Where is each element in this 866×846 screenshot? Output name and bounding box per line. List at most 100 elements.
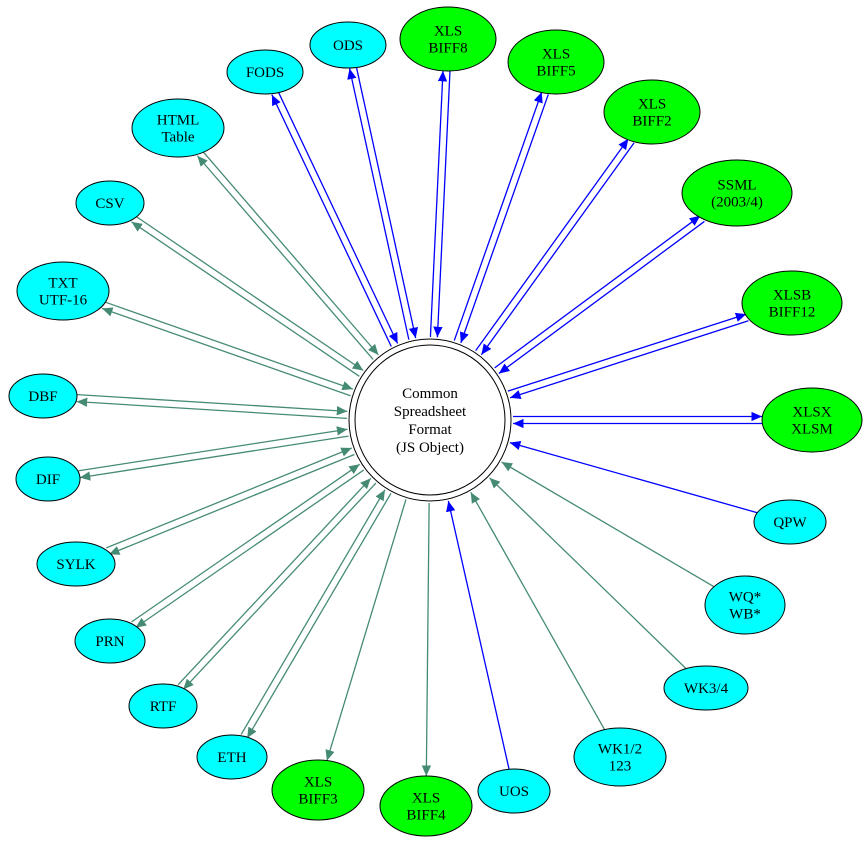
node-rtf: RTF <box>128 683 198 729</box>
node-wq-ellipse <box>704 575 786 635</box>
node-qpw-label: QPW <box>773 515 807 531</box>
edge-csv-in <box>135 215 364 372</box>
edge-ssml-in <box>498 220 705 374</box>
node-uos-ellipse <box>477 768 551 814</box>
node-wk3: WK3/4 <box>663 665 749 711</box>
edge-dif-in <box>78 426 348 472</box>
edge-qpw-in <box>509 440 758 514</box>
edge-wk3-in <box>489 477 687 670</box>
node-wk3-ellipse <box>663 665 749 711</box>
edge-xls5-out <box>453 91 543 341</box>
node-sylk-label: SYLK <box>56 557 95 573</box>
edge-xls5-in <box>459 94 549 344</box>
node-ssml-label: SSML(2003/4) <box>711 178 763 211</box>
edge-xls4-out <box>421 502 432 777</box>
edge-html-out <box>196 155 374 360</box>
node-rtf-ellipse <box>128 683 198 729</box>
node-xlsx-ellipse <box>761 387 863 453</box>
edge-txt-in <box>104 301 354 391</box>
edge-ods-in <box>355 66 419 339</box>
edge-xls3-out <box>325 499 407 761</box>
edge-html-in <box>202 150 379 356</box>
node-xls2-ellipse <box>603 79 701 145</box>
edge-rtf-out <box>182 482 377 691</box>
node-dif: DIF <box>15 456 81 502</box>
node-ssml-ellipse <box>681 159 793 227</box>
edge-ssml-out <box>494 215 701 369</box>
node-eth-label: ETH <box>217 750 246 766</box>
node-xls4-ellipse <box>379 775 473 837</box>
edge-layer <box>76 66 762 777</box>
node-txt-ellipse <box>16 261 110 321</box>
edge-wk1-in <box>470 491 606 730</box>
node-fods: FODS <box>226 49 304 95</box>
node-html-ellipse <box>131 98 225 158</box>
edge-wq-in <box>501 461 715 588</box>
edge-txt-out <box>101 307 351 397</box>
node-fods-label: FODS <box>246 65 284 81</box>
node-qpw: QPW <box>753 499 827 545</box>
node-wk1-ellipse <box>573 727 667 787</box>
node-csv-ellipse <box>75 180 145 226</box>
node-wq-label: WQ*WB* <box>729 590 762 623</box>
edge-prn-in <box>131 463 361 623</box>
node-prn-label: PRN <box>95 634 124 650</box>
node-dif-label: DIF <box>36 472 60 488</box>
edge-csv-out <box>131 221 360 377</box>
edge-dbf-out <box>76 397 347 420</box>
node-xlsb-ellipse <box>741 270 843 336</box>
node-dbf-ellipse <box>8 373 78 419</box>
node-ssml: SSML(2003/4) <box>681 159 793 227</box>
edge-dbf-in <box>77 393 348 416</box>
node-eth-ellipse <box>196 734 268 780</box>
edge-uos-in <box>446 500 510 770</box>
node-xls3-ellipse <box>271 759 365 821</box>
node-sylk: SYLK <box>36 541 116 587</box>
node-ods-label: ODS <box>333 38 363 54</box>
node-wk3-label: WK3/4 <box>684 681 729 697</box>
edge-fods-out <box>271 94 392 347</box>
edge-sylk-in <box>106 447 353 549</box>
node-dbf-label: DBF <box>28 389 57 405</box>
node-csv-label: CSV <box>95 196 124 212</box>
node-dbf: DBF <box>8 373 78 419</box>
edge-xlsb-in <box>509 320 749 400</box>
edge-prn-out <box>135 469 365 629</box>
node-xls8-ellipse <box>399 6 497 72</box>
node-fods-ellipse <box>226 49 304 95</box>
node-dif-ellipse <box>15 456 81 502</box>
node-ods-ellipse <box>309 21 387 69</box>
node-rtf-label: RTF <box>150 699 177 715</box>
edge-eth-out <box>246 493 392 739</box>
node-ods: ODS <box>309 21 387 69</box>
csf-inner-circle <box>354 344 506 496</box>
edge-fods-in <box>277 91 399 344</box>
edge-ods-out <box>347 68 410 340</box>
edge-xls2-in <box>480 142 635 356</box>
node-prn: PRN <box>74 618 146 664</box>
node-csv: CSV <box>75 180 145 226</box>
node-eth: ETH <box>196 734 268 780</box>
node-uos-label: UOS <box>499 784 529 800</box>
edge-xlsb-out <box>507 312 747 392</box>
edge-xls2-out <box>475 138 629 352</box>
edge-rtf-in <box>177 477 372 686</box>
